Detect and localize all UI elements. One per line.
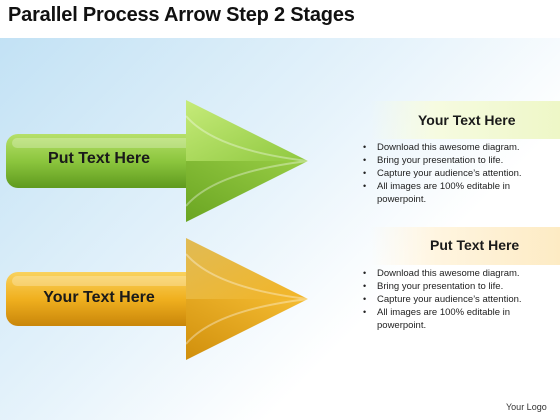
panel-2-bullet: Bring your presentation to life. [360,280,550,293]
arrow-orange-head-bottom [186,299,308,360]
panel-2-heading-band [370,227,560,265]
arrow-green-label: Put Text Here [48,150,150,167]
arrow-orange-shaft [6,272,206,326]
arrow-green-head-top [186,100,308,161]
panel-1-heading-band [370,101,560,139]
panel-2-bullet: Capture your audience’s attention. [360,293,550,306]
arrow-orange-head-curve [185,253,309,345]
panel-1-heading: Your Text Here [418,112,516,128]
title-bar: Parallel Process Arrow Step 2 Stages [0,0,560,38]
arrow-green-shaft [6,134,206,188]
panel-2-heading: Put Text Here [430,237,520,253]
arrow-green-shaft-highlight [12,138,200,148]
page-title: Parallel Process Arrow Step 2 Stages [8,4,355,26]
logo-text: Your Logo [506,402,547,412]
arrow-orange-label: Your Text Here [43,289,155,306]
panel-1-bullet-list: Download this awesome diagram. Bring you… [360,141,550,206]
arrow-orange-head-top [186,238,308,299]
arrow-green-head-curve [185,115,309,207]
arrow-green-head-bottom [186,161,308,222]
panel-1-bullet: Download this awesome diagram. [360,141,550,154]
arrow-green [6,100,309,222]
panel-1-bullet: All images are 100% editable in powerpoi… [360,180,550,206]
arrow-orange [6,238,309,360]
panel-2-bullet: All images are 100% editable in powerpoi… [360,306,550,332]
arrow-orange-shaft-highlight [12,276,200,286]
panel-2-bullet-list: Download this awesome diagram. Bring you… [360,267,550,332]
panel-2-bullet: Download this awesome diagram. [360,267,550,280]
panel-1-bullet: Bring your presentation to life. [360,154,550,167]
panel-1-bullet: Capture your audience’s attention. [360,167,550,180]
